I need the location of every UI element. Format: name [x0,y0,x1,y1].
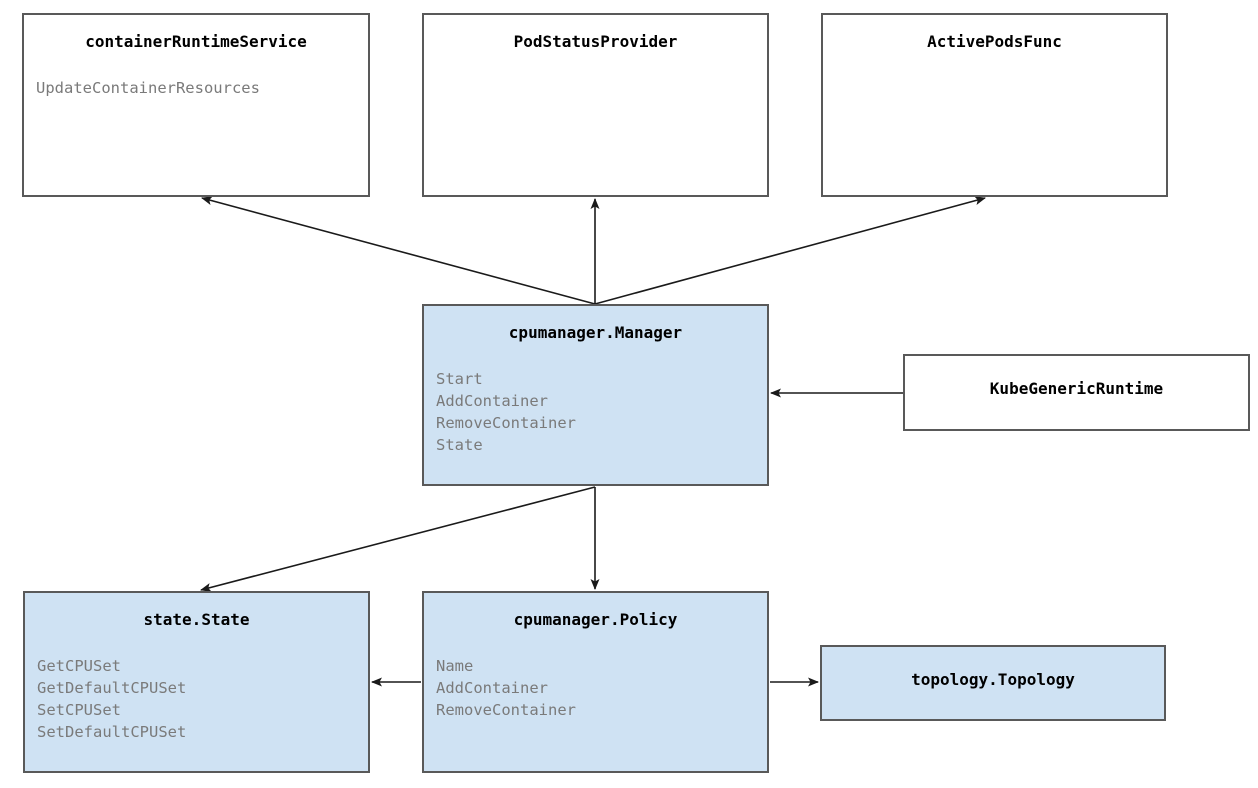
node-title: ActivePodsFunc [927,32,1062,51]
edge-manager-to-stateState [200,486,596,592]
node-title: PodStatusProvider [513,32,678,51]
node-member: AddContainer [436,679,548,697]
node-member-list: UpdateContainerResources [36,77,368,99]
node-title: cpumanager.Manager [508,323,683,342]
node-member: RemoveContainer [436,701,576,719]
node-member: SetCPUSet [37,701,121,719]
node-title: topology.Topology [911,670,1075,689]
node-title: containerRuntimeService [85,32,307,51]
edge-manager-to-containerRuntimeService [201,196,596,305]
node-ActivePodsFunc[interactable]: ActivePodsFunc [821,13,1168,197]
node-PodStatusProvider[interactable]: PodStatusProvider [422,13,769,197]
node-member: GetDefaultCPUSet [37,679,187,697]
edge-manager-to-activePodsFunc [594,196,986,305]
node-KubeGenericRuntime[interactable]: KubeGenericRuntime [903,354,1250,431]
node-title: state.State [143,610,250,629]
node-member: SetDefaultCPUSet [37,723,187,741]
node-member: RemoveContainer [436,414,576,432]
node-member: State [436,436,483,454]
node-member: GetCPUSet [37,657,121,675]
node-title: KubeGenericRuntime [989,379,1164,398]
node-member: UpdateContainerResources [36,79,260,97]
node-member: AddContainer [436,392,548,410]
node-topologyTopology[interactable]: topology.Topology [820,645,1166,721]
node-member: Name [436,657,474,675]
node-member: Start [436,370,483,388]
node-title: cpumanager.Policy [513,610,678,629]
